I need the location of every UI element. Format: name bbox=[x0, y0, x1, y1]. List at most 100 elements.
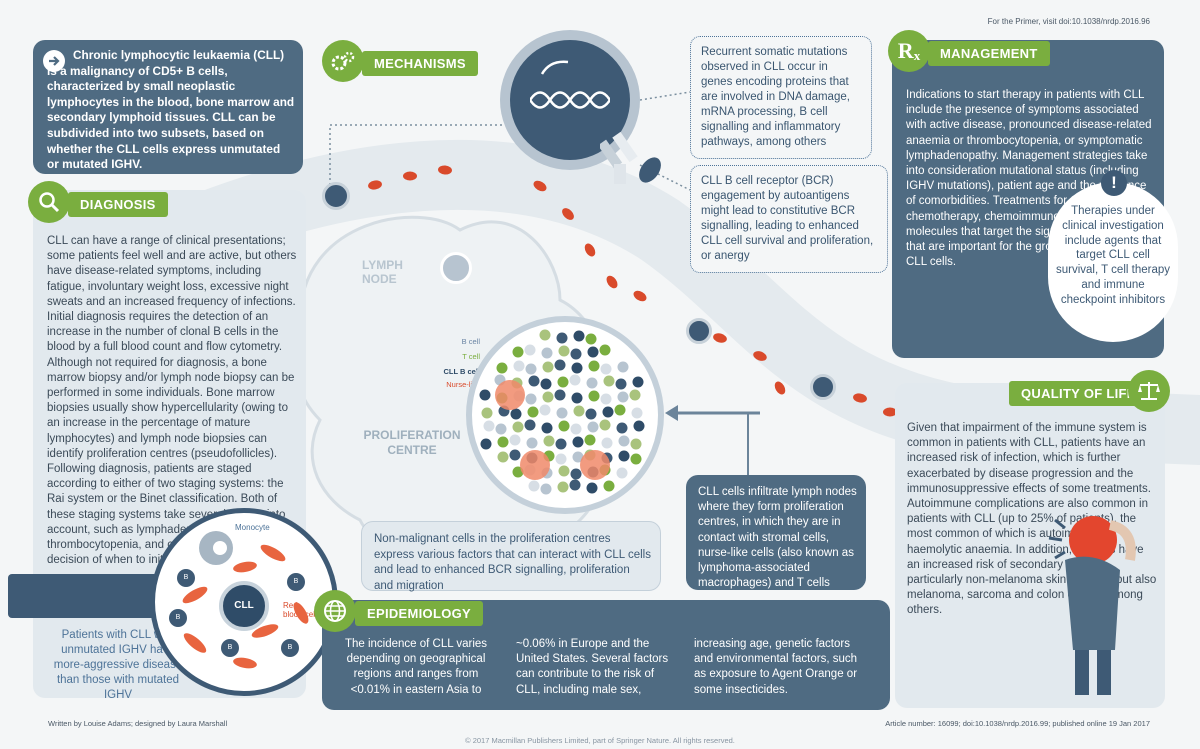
lymph-cell bbox=[614, 404, 626, 416]
quality-title: QUALITY OF LIFE bbox=[1009, 381, 1148, 406]
quality-text: Given that impairment of the immune syst… bbox=[907, 422, 1157, 617]
red-blood-cell bbox=[368, 180, 382, 190]
diagnosis-text: CLL can have a range of clinical present… bbox=[47, 235, 297, 567]
proliferation-circle bbox=[466, 316, 664, 514]
lymph-cell bbox=[557, 376, 569, 388]
lymph-cell bbox=[629, 389, 641, 401]
gears-icon bbox=[322, 40, 364, 82]
lymph-cell bbox=[572, 436, 584, 448]
lymph-cell bbox=[556, 407, 568, 419]
band-lymphocyte bbox=[810, 374, 836, 400]
lymph-cell bbox=[602, 406, 614, 418]
lymph-cell bbox=[587, 421, 599, 433]
red-blood-cell bbox=[606, 275, 618, 289]
lymph-cell bbox=[495, 423, 507, 435]
lymph-cell bbox=[541, 347, 553, 359]
patient-illustration bbox=[1048, 516, 1136, 695]
lymph-cell bbox=[571, 392, 583, 404]
lymph-cell bbox=[539, 404, 551, 416]
lymph-cell bbox=[497, 451, 509, 463]
lymph-cell bbox=[540, 378, 552, 390]
lymph-cell bbox=[573, 330, 585, 342]
lymph-cell bbox=[617, 391, 629, 403]
microscope-view: Monocyte CLL Red blood cell B B B B B bbox=[150, 508, 338, 696]
lymph-cell bbox=[588, 360, 600, 372]
lymph-cell bbox=[570, 423, 582, 435]
lymph-cell bbox=[587, 346, 599, 358]
lymph-cell bbox=[509, 449, 521, 461]
lymph-cell bbox=[599, 419, 611, 431]
red-blood-cell bbox=[562, 208, 574, 220]
mechanisms-title: MECHANISMS bbox=[362, 51, 478, 76]
lymph-cell bbox=[572, 451, 584, 463]
credits: Written by Louise Adams; designed by Lau… bbox=[48, 719, 228, 728]
red-blood-cell bbox=[533, 180, 547, 192]
lymph-cell bbox=[555, 453, 567, 465]
red-blood-cell bbox=[584, 243, 596, 257]
lymph-cell bbox=[600, 363, 612, 375]
red-blood-cell bbox=[753, 351, 767, 361]
lymph-cell bbox=[539, 329, 551, 341]
lymph-cell bbox=[585, 408, 597, 420]
lymph-cell bbox=[616, 467, 628, 479]
diagnosis-title: DIAGNOSIS bbox=[68, 192, 168, 217]
lymph-cell bbox=[525, 363, 537, 375]
lymph-cell bbox=[556, 332, 568, 344]
epidemiology-col2: ~0.06% in Europe and the United States. … bbox=[516, 638, 669, 696]
lymph-cell bbox=[588, 390, 600, 402]
lymph-cell bbox=[513, 360, 525, 372]
lymph-cell bbox=[600, 393, 612, 405]
legend-cll-b-cell: CLL B cell bbox=[443, 367, 480, 376]
lymph-cell bbox=[571, 362, 583, 374]
lymph-cell bbox=[630, 438, 642, 450]
lymph-cell bbox=[616, 422, 628, 434]
prognosis-text: Patients with CLL with unmutated IGHV ha… bbox=[53, 628, 183, 703]
intro-card: Chronic lymphocytic leukaemia (CLL) is a… bbox=[33, 40, 303, 174]
primer-note[interactable]: For the Primer, visit doi:10.1038/nrdp.2… bbox=[987, 17, 1150, 26]
epidemiology-col3: increasing age, genetic factors and envi… bbox=[694, 638, 858, 696]
therapies-text: Therapies under clinical investigation i… bbox=[1056, 205, 1170, 306]
alert-icon: ! bbox=[1101, 170, 1127, 196]
lymph-cell bbox=[542, 361, 554, 373]
b-cell: B bbox=[287, 573, 305, 591]
infiltrate-text: CLL cells infiltrate lymph nodes where t… bbox=[698, 486, 857, 590]
legend-t-cell: T cell bbox=[462, 352, 480, 361]
lymph-cell bbox=[558, 420, 570, 432]
micro-rbcs bbox=[182, 544, 309, 669]
magnifier-icon bbox=[28, 181, 70, 223]
epidemiology-title: EPIDEMIOLOGY bbox=[355, 601, 484, 626]
lymph-cell bbox=[509, 434, 521, 446]
nonmalignant-text: Non-malignant cells in the proliferation… bbox=[374, 533, 651, 592]
mutations-box: Recurrent somatic mutations observed in … bbox=[690, 36, 872, 159]
lymph-cell bbox=[585, 333, 597, 345]
lymph-cell bbox=[540, 483, 552, 495]
arrow-right-icon bbox=[43, 50, 65, 72]
red-blood-cell bbox=[403, 171, 417, 181]
b-cell: B bbox=[221, 639, 239, 657]
lymph-cell bbox=[541, 422, 553, 434]
proliferation-centre-label: PROLIFERATION CENTRE bbox=[363, 428, 461, 457]
intro-text: Chronic lymphocytic leukaemia (CLL) is a… bbox=[47, 48, 295, 172]
lymph-cell bbox=[528, 375, 540, 387]
lymph-cell bbox=[615, 378, 627, 390]
scales-icon bbox=[1128, 370, 1170, 412]
lymph-entry-cell bbox=[440, 252, 472, 284]
lymph-cell bbox=[584, 434, 596, 446]
lymph-cell bbox=[510, 408, 522, 420]
article-info[interactable]: Article number: 16099; doi:10.1038/nrdp.… bbox=[885, 719, 1150, 728]
lymph-cell bbox=[542, 391, 554, 403]
dna-circle bbox=[500, 30, 640, 170]
infiltrate-card: CLL cells infiltrate lymph nodes where t… bbox=[686, 475, 866, 590]
band-lymphocyte bbox=[322, 182, 350, 210]
therapies-bubble: Therapies under clinical investigation i… bbox=[1048, 182, 1178, 342]
antibody-icon bbox=[600, 131, 661, 184]
b-cell: B bbox=[281, 639, 299, 657]
lymph-cell bbox=[554, 359, 566, 371]
lymph-cell bbox=[524, 344, 536, 356]
lymph-cell bbox=[603, 375, 615, 387]
quality-card: Given that impairment of the immune syst… bbox=[895, 383, 1165, 708]
lymph-cell bbox=[573, 405, 585, 417]
lymph-cell bbox=[586, 377, 598, 389]
lymph-cell bbox=[524, 419, 536, 431]
nurse-like-cell bbox=[495, 380, 525, 410]
